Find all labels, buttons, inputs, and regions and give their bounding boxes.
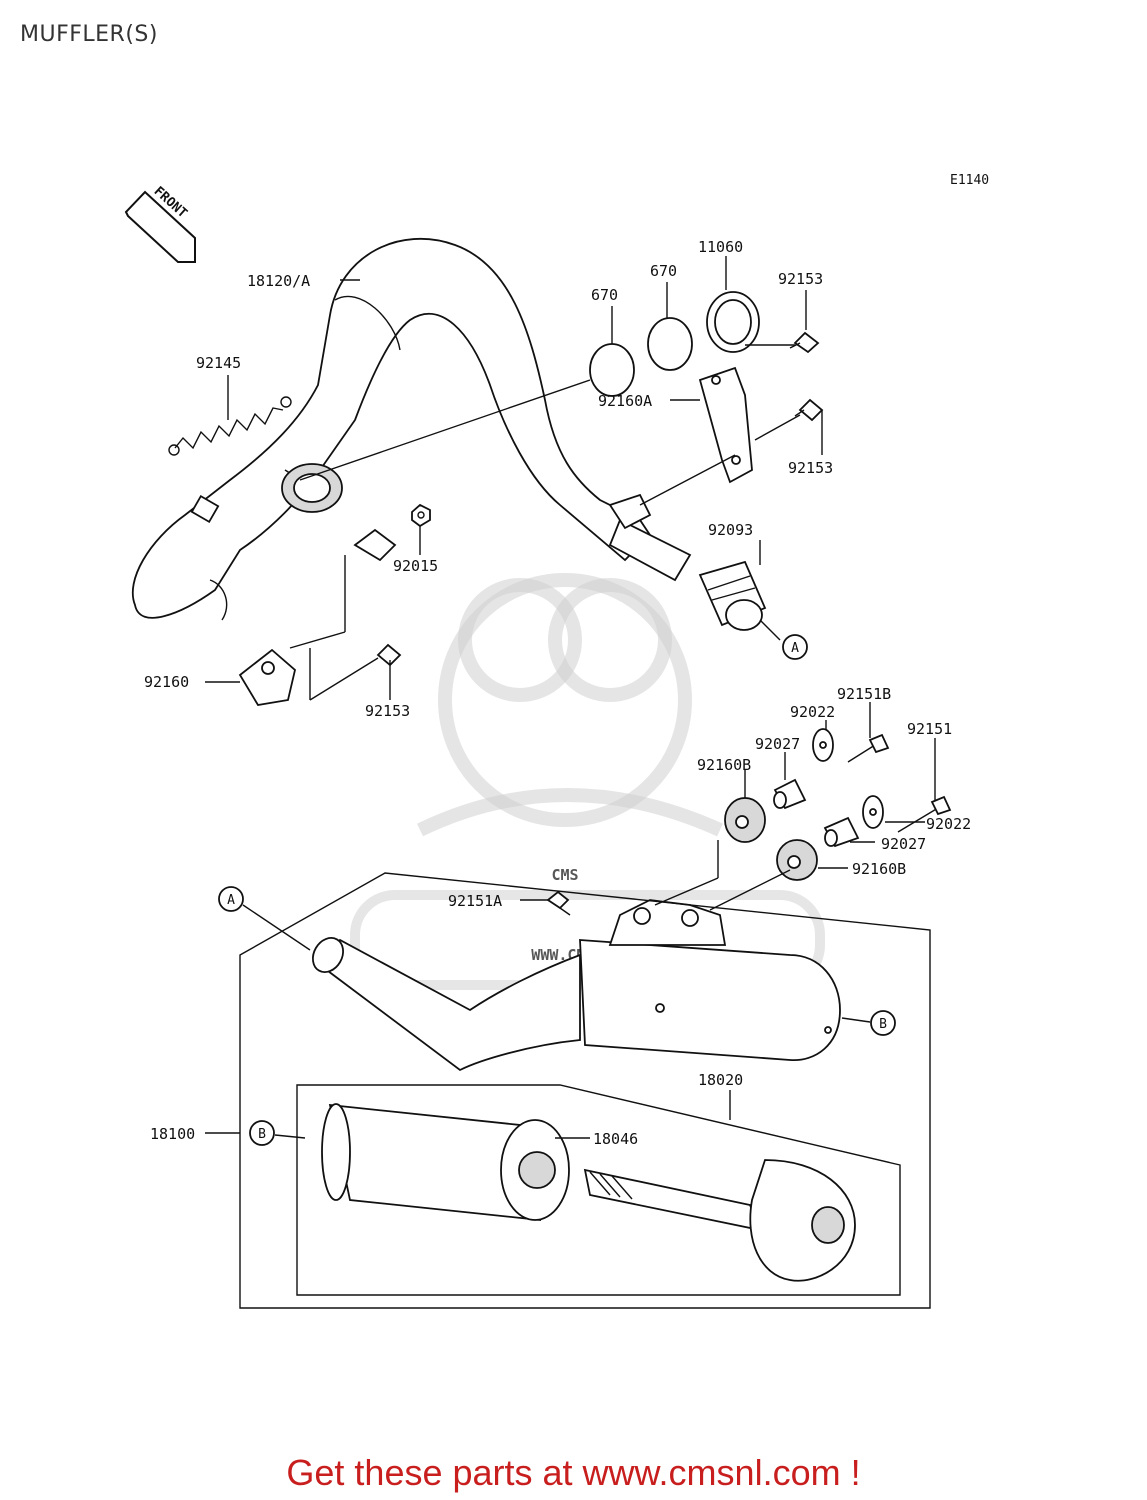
label-92145: 92145 [196, 354, 241, 372]
gasket-11060 [706, 291, 760, 353]
grommet-92160B-lower [776, 839, 818, 881]
label-92027-upper: 92027 [755, 735, 800, 753]
inner-parts-box [239, 872, 931, 1309]
ref-a-marker-lower: A [218, 886, 244, 912]
part-labels: 18120/A 92145 670 670 11060 92153 92160A… [144, 238, 971, 1148]
front-arrow-icon: FRONT [124, 184, 196, 263]
ref-b-marker-upper: B [870, 1010, 896, 1036]
label-18120: 18120/A [247, 272, 310, 290]
muffler-assembly [312, 899, 841, 1072]
o-ring-670-right [647, 317, 693, 371]
bolt-92153-bottom [376, 643, 402, 667]
label-92153-bottom: 92153 [365, 702, 410, 720]
bolt-92151B [847, 733, 890, 763]
page-title: MUFFLER(S) [20, 22, 158, 47]
label-92160A: 92160A [598, 392, 652, 410]
label-92160: 92160 [144, 673, 189, 691]
svg-text:B: B [879, 1017, 887, 1032]
spring-92145 [168, 396, 292, 456]
label-18100: 18100 [150, 1125, 195, 1143]
nut-92015 [411, 503, 431, 528]
svg-text:B: B [258, 1127, 266, 1142]
label-92022-upper: 92022 [790, 703, 835, 721]
watermark-brand: CMS [551, 866, 578, 884]
joint-92093 [698, 560, 767, 631]
label-92151B: 92151B [837, 685, 891, 703]
exhaust-pipe-18120 [131, 237, 692, 621]
bracket-92160A [698, 366, 753, 484]
bolt-92151A [546, 890, 571, 916]
label-92153-mid: 92153 [788, 459, 833, 477]
label-92160B-upper: 92160B [697, 756, 751, 774]
bolt-92153-mid [794, 398, 824, 422]
ref-b-marker-lower: B [249, 1120, 275, 1146]
washer-92022-lower [862, 795, 884, 829]
label-18020: 18020 [698, 1071, 743, 1089]
bolt-92153-top [789, 331, 820, 354]
grommet-92160B-upper [724, 797, 766, 843]
svg-text:A: A [227, 893, 235, 908]
label-11060: 11060 [698, 238, 743, 256]
core-18020 [583, 1159, 856, 1282]
muffler-body-18100 [321, 1103, 570, 1222]
label-670-right: 670 [650, 262, 677, 280]
bracket-92160 [238, 648, 296, 706]
label-92015: 92015 [393, 557, 438, 575]
diagram-code: E1140 [950, 173, 989, 188]
bolt-92151 [897, 795, 952, 833]
collar-92027-lower [823, 816, 860, 848]
label-18046: 18046 [593, 1130, 638, 1148]
label-92093: 92093 [708, 521, 753, 539]
svg-text:A: A [791, 641, 799, 656]
label-92160B-lower: 92160B [852, 860, 906, 878]
label-670-left: 670 [591, 286, 618, 304]
footer-promo-link[interactable]: Get these parts at www.cmsnl.com ! [286, 1452, 861, 1493]
label-92027-lower: 92027 [881, 835, 926, 853]
label-92153-top: 92153 [778, 270, 823, 288]
cmsnl-watermark: CMS WWW.CMSNL.COM [350, 573, 825, 990]
label-92151A: 92151A [448, 892, 502, 910]
collar-92027-upper [773, 778, 807, 810]
leader-lines [205, 256, 936, 1139]
label-92022-lower: 92022 [926, 815, 971, 833]
label-92151: 92151 [907, 720, 952, 738]
washer-92022-upper [812, 728, 834, 762]
ref-a-marker-upper: A [782, 634, 808, 660]
o-ring-670-left [589, 343, 635, 397]
